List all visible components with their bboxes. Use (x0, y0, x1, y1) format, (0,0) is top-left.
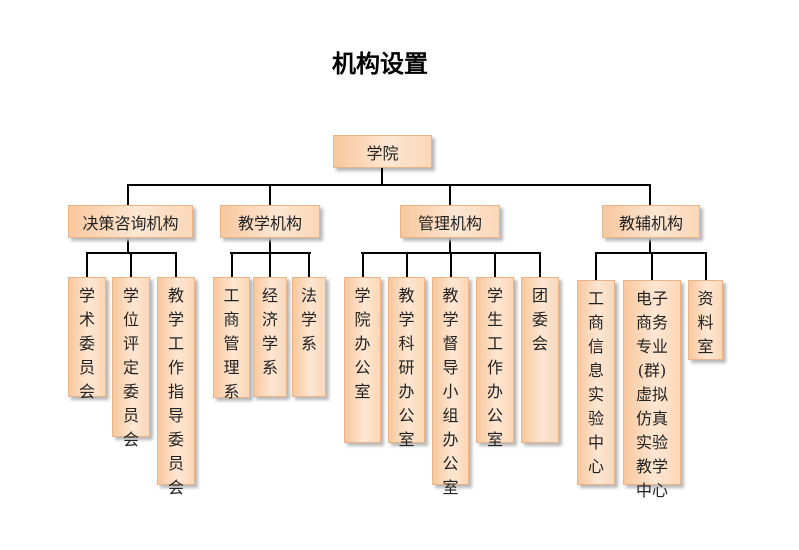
group-node: 管理机构 (400, 205, 500, 238)
connector (651, 252, 653, 280)
connector (595, 252, 597, 280)
connector (269, 252, 271, 277)
leaf-node: 教 学 工 作 指 导 委 员 会 (157, 277, 195, 497)
connector (449, 184, 451, 205)
connector (269, 184, 271, 205)
connector (175, 252, 177, 277)
leaf-node: 经 济 学 系 (253, 277, 287, 397)
group-node: 决策咨询机构 (68, 205, 193, 238)
leaf-node: 法 学 系 (292, 277, 326, 397)
leaf-node: 学 位 评 定 委 员 会 (112, 277, 150, 449)
leaf-node: 教 学 科 研 办 公 室 (388, 277, 425, 449)
leaf-node: 电子 商务 专业 (群) 虚拟 仿真 实验 教学 中心 (623, 280, 681, 500)
page-title: 机构设置 (332, 50, 428, 78)
connector (494, 252, 496, 277)
connector (130, 252, 132, 277)
leaf-node: 工 商 信 息 实 验 中 心 (577, 280, 615, 485)
connector (704, 252, 707, 280)
leaf-node: 学 院 办 公 室 (344, 277, 381, 443)
leaf-node: 团 委 会 (521, 277, 559, 443)
connector (269, 238, 271, 254)
connector (539, 252, 541, 277)
connector (381, 168, 383, 186)
connector (308, 252, 310, 277)
connector (230, 252, 233, 277)
root-node: 学院 (333, 135, 432, 168)
connector (127, 184, 651, 186)
leaf-node: 工 商 管 理 系 (213, 277, 250, 401)
connector (449, 252, 452, 277)
group-node: 教辅机构 (602, 205, 700, 238)
group-node: 教学机构 (220, 205, 320, 238)
connector (127, 184, 129, 205)
connector (127, 238, 129, 254)
connector (649, 238, 651, 254)
connector (405, 252, 408, 277)
connector (449, 238, 451, 254)
leaf-node: 资 料 室 (688, 280, 723, 360)
connector (649, 184, 651, 205)
leaf-node: 教 学 督 导 小 组 办 公 室 (432, 277, 469, 497)
leaf-node: 学 术 委 员 会 (68, 277, 106, 401)
connector (86, 252, 88, 277)
connector (361, 252, 364, 277)
leaf-node: 学 生 工 作 办 公 室 (476, 277, 514, 449)
